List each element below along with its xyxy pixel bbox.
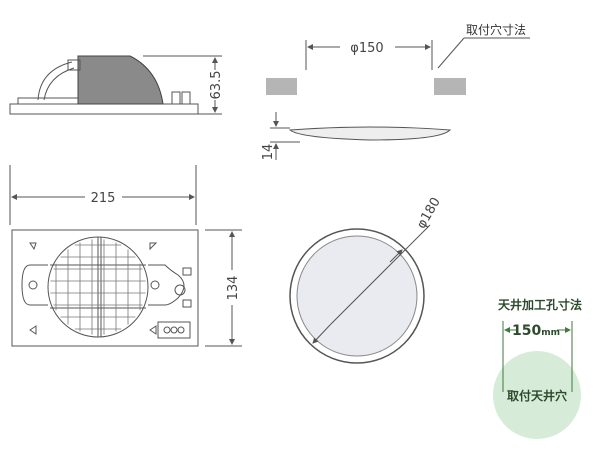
grille <box>50 237 146 337</box>
width-dimension: 215 <box>9 165 197 225</box>
svg-text:14: 14 <box>261 144 276 161</box>
mount-view: φ150 取付穴寸法 14 <box>261 22 530 160</box>
height-dimension-front: 134 <box>205 229 242 347</box>
mount-hole-left <box>266 78 297 95</box>
svg-text:φ150: φ150 <box>350 41 383 56</box>
cutout-title: 天井加工孔寸法 <box>498 297 582 312</box>
svg-text:134: 134 <box>226 276 241 301</box>
hole-label: 取付天井穴 <box>507 388 567 403</box>
side-view: 63.5 <box>9 55 224 115</box>
terminal-block <box>157 321 191 339</box>
ceiling-cutout: 天井加工孔寸法 150mm 取付天井穴 <box>493 297 582 439</box>
mount-hole-right <box>434 78 466 95</box>
svg-text:150mm: 150mm <box>512 323 560 339</box>
grille-view: φ180 <box>289 195 444 364</box>
svg-text:215: 215 <box>91 191 116 206</box>
height-dimension: 63.5 <box>209 71 224 100</box>
svg-text:φ180: φ180 <box>414 195 444 231</box>
speaker-body <box>77 55 164 105</box>
hole-callout: 取付穴寸法 <box>466 22 526 37</box>
front-view <box>11 229 199 347</box>
